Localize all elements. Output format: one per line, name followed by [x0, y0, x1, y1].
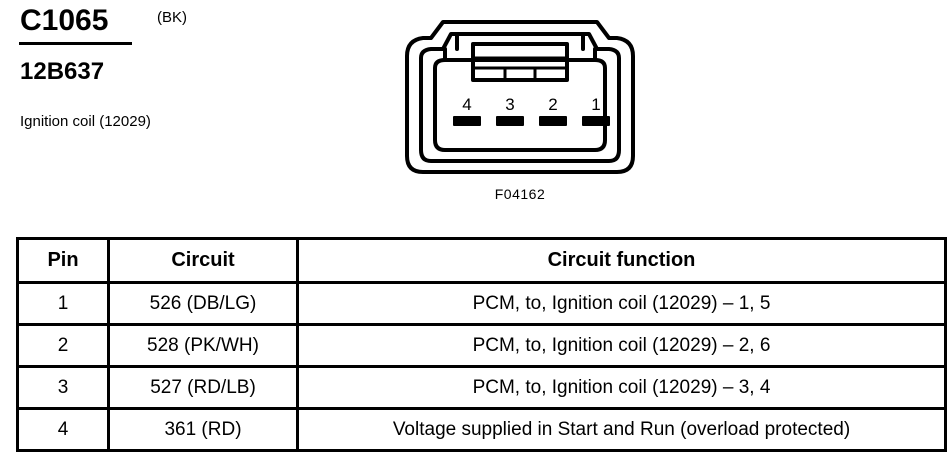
table-row: 4 361 (RD) Voltage supplied in Start and… — [16, 407, 947, 452]
column-header-circuit: Circuit — [107, 237, 299, 284]
component-name: Ignition coil (12029) — [20, 113, 151, 130]
terminal-slot-4 — [453, 116, 481, 126]
terminal-number-3: 3 — [505, 95, 514, 114]
connector-inner-cavity — [433, 58, 607, 152]
cell-pin: 3 — [16, 365, 110, 410]
terminal-slot-1 — [582, 116, 610, 126]
cell-circuit-function: Voltage supplied in Start and Run (overl… — [296, 407, 947, 452]
table-row: 3 527 (RD/LB) PCM, to, Ignition coil (12… — [16, 365, 947, 410]
connector-color-code: (BK) — [157, 9, 187, 26]
connector-id: C1065 — [20, 4, 109, 37]
pinout-table: Pin Circuit Circuit function 1 526 (DB/L… — [16, 237, 947, 452]
connector-illustration: 4 3 2 1 F04162 — [395, 8, 645, 223]
connector-mid-shell — [419, 32, 621, 163]
terminal-number-4: 4 — [462, 95, 471, 114]
cell-circuit: 361 (RD) — [107, 407, 299, 452]
table-header-row: Pin Circuit Circuit function — [16, 237, 947, 284]
table-row: 1 526 (DB/LG) PCM, to, Ignition coil (12… — [16, 281, 947, 326]
pinout-table-container: Pin Circuit Circuit function 1 526 (DB/L… — [16, 237, 947, 452]
cell-circuit-function: PCM, to, Ignition coil (12029) – 2, 6 — [296, 323, 947, 368]
cell-pin: 4 — [16, 407, 110, 452]
cell-circuit-function: PCM, to, Ignition coil (12029) – 3, 4 — [296, 365, 947, 410]
cell-circuit: 526 (DB/LG) — [107, 281, 299, 326]
connector-part-label: F04162 — [494, 186, 546, 202]
cell-circuit: 528 (PK/WH) — [107, 323, 299, 368]
terminal-number-1: 1 — [591, 95, 600, 114]
connector-header: C1065 (BK) 12B637 Ignition coil (12029) — [0, 0, 380, 150]
terminal-slot-2 — [539, 116, 567, 126]
cell-circuit: 527 (RD/LB) — [107, 365, 299, 410]
connector-id-underline — [19, 42, 132, 45]
cell-pin: 1 — [16, 281, 110, 326]
connector-part-number: 12B637 — [20, 58, 105, 85]
column-header-circuit-function: Circuit function — [296, 237, 947, 284]
table-row: 2 528 (PK/WH) PCM, to, Ignition coil (12… — [16, 323, 947, 368]
terminal-slot-3 — [496, 116, 524, 126]
connector-latch-box — [471, 42, 569, 82]
cell-circuit-function: PCM, to, Ignition coil (12029) – 1, 5 — [296, 281, 947, 326]
connector-outer-shell — [405, 20, 635, 174]
cell-pin: 2 — [16, 323, 110, 368]
column-header-pin: Pin — [16, 237, 110, 284]
connector-face-view: 4 3 2 1 — [405, 20, 635, 174]
terminal-number-2: 2 — [548, 95, 557, 114]
